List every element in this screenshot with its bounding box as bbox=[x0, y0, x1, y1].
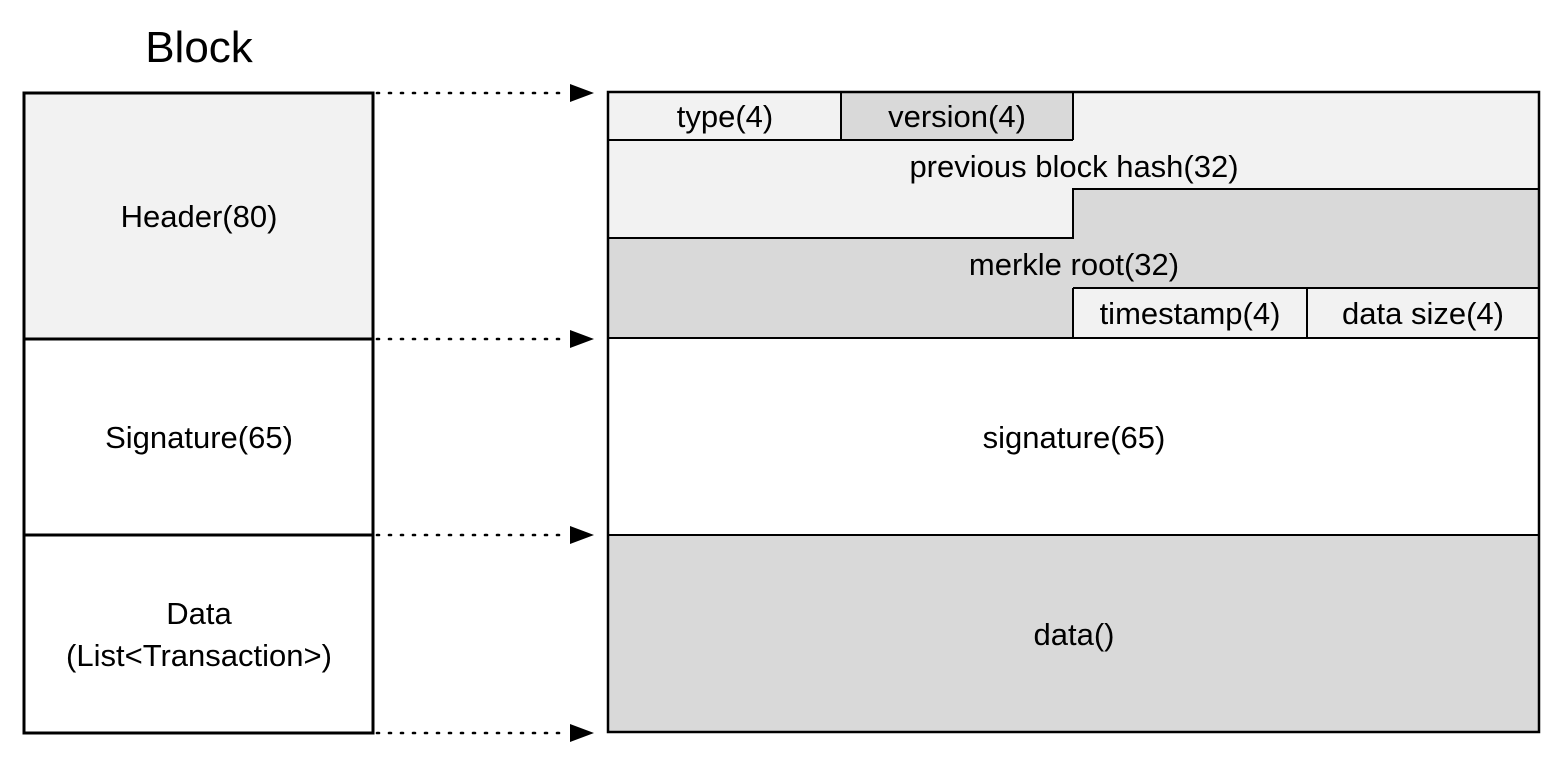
arrow-header-end bbox=[375, 330, 594, 348]
data-section bbox=[22, 533, 375, 735]
block-detail: type(4) version(4) previous block hash(3… bbox=[606, 90, 1541, 734]
version-field-label: version(4) bbox=[888, 99, 1026, 134]
type-field-label: type(4) bbox=[677, 99, 773, 134]
data-section-label: Data bbox=[166, 596, 232, 631]
signature-detail bbox=[608, 338, 1539, 535]
header-section bbox=[22, 91, 375, 341]
signature-section-label: Signature(65) bbox=[105, 420, 293, 455]
data-detail-label: data() bbox=[1034, 617, 1115, 652]
version-field bbox=[841, 92, 1073, 140]
block-column: Header(80) Signature(65) Data (List<Tran… bbox=[22, 91, 375, 735]
signature-section bbox=[22, 337, 375, 537]
timestamp-field bbox=[1073, 288, 1307, 338]
signature-detail-label: signature(65) bbox=[983, 420, 1166, 455]
diagram-title: Block bbox=[145, 23, 254, 72]
merkle-root-field bbox=[608, 189, 1539, 338]
merkle-root-label: merkle root(32) bbox=[969, 247, 1179, 282]
data-detail bbox=[608, 535, 1539, 732]
arrow-data-end bbox=[375, 724, 594, 742]
connector-arrows bbox=[375, 84, 594, 742]
data-size-field bbox=[1307, 288, 1539, 338]
data-size-field-label: data size(4) bbox=[1342, 296, 1504, 331]
detail-outer-border bbox=[606, 90, 1541, 734]
arrow-top bbox=[375, 84, 594, 102]
data-section-sublabel: (List<Transaction>) bbox=[66, 638, 332, 673]
field-boundaries bbox=[608, 92, 1539, 536]
header-section-label: Header(80) bbox=[121, 199, 278, 234]
timestamp-field-label: timestamp(4) bbox=[1100, 296, 1281, 331]
arrow-signature-end bbox=[375, 526, 594, 544]
previous-block-hash-label: previous block hash(32) bbox=[909, 149, 1238, 184]
